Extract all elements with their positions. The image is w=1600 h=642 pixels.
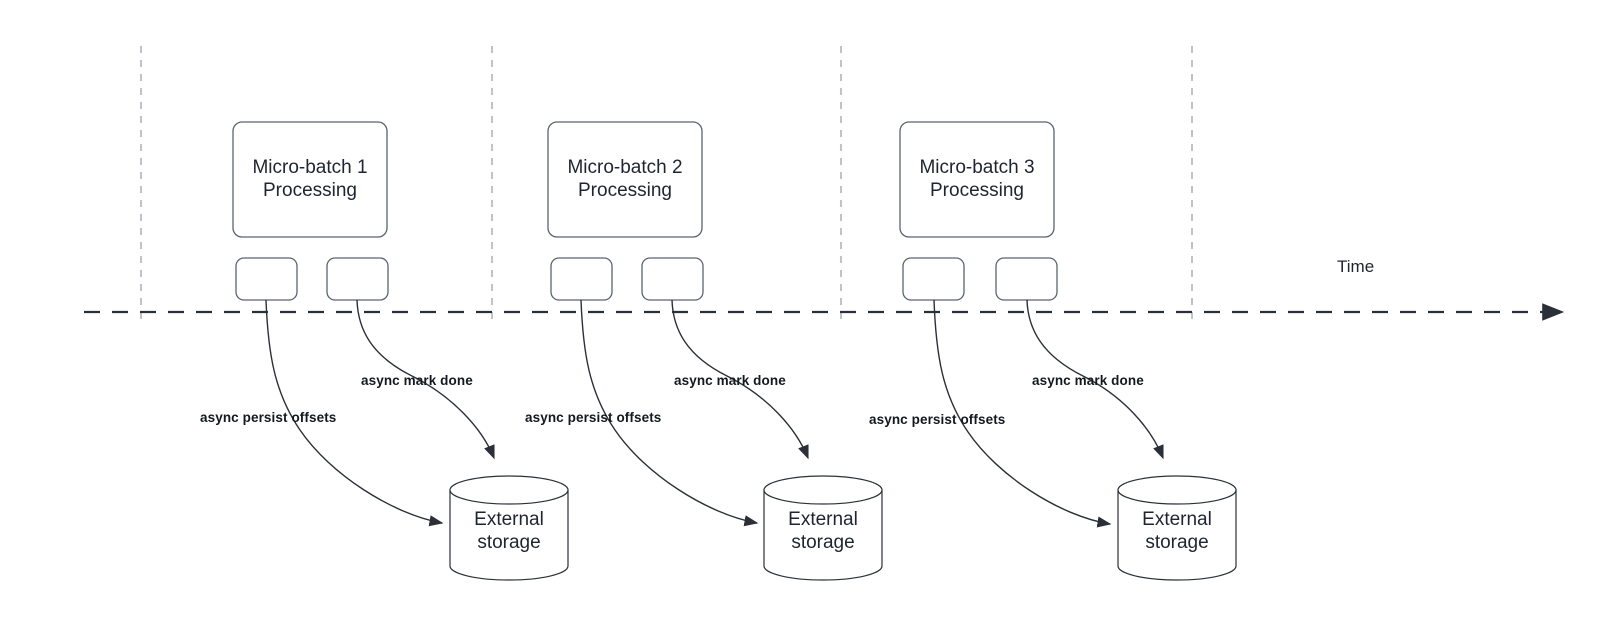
edge-async-persist-offsets-2 xyxy=(580,299,759,527)
batch-group-1 xyxy=(232,121,569,581)
edge-label-async-persist-offsets-3: async persist offsets xyxy=(869,412,1006,427)
edge-label-async-mark-done-3: async mark done xyxy=(1032,373,1144,388)
edge-async-mark-done-1 xyxy=(356,299,495,460)
task-box-1b[interactable] xyxy=(326,257,389,301)
edge-label-async-mark-done-2: async mark done xyxy=(674,373,786,388)
micro-batch-box-2[interactable] xyxy=(547,121,703,238)
task-box-3a[interactable] xyxy=(902,257,965,301)
external-storage-cylinder-3[interactable] xyxy=(1117,475,1237,581)
edge-label-async-persist-offsets-2: async persist offsets xyxy=(525,410,662,425)
edge-async-mark-done-2 xyxy=(671,299,809,460)
time-axis-label: Time xyxy=(1337,257,1375,276)
external-storage-cylinder-1[interactable] xyxy=(449,475,569,581)
micro-batch-box-1[interactable] xyxy=(232,121,388,238)
task-box-2b[interactable] xyxy=(641,257,704,301)
batch-group-3 xyxy=(899,121,1237,581)
micro-batch-box-3[interactable] xyxy=(899,121,1055,238)
edge-label-async-mark-done-1: async mark done xyxy=(361,373,473,388)
edge-async-persist-offsets-3 xyxy=(933,299,1112,528)
task-box-1a[interactable] xyxy=(235,257,298,301)
timeline-dividers xyxy=(140,46,1193,322)
batch-group-2 xyxy=(547,121,883,581)
edge-async-persist-offsets-1 xyxy=(265,299,444,527)
edge-async-mark-done-3 xyxy=(1026,299,1164,460)
external-storage-cylinder-2[interactable] xyxy=(763,475,883,581)
edge-label-async-persist-offsets-1: async persist offsets xyxy=(200,410,337,425)
task-box-3b[interactable] xyxy=(995,257,1058,301)
task-box-2a[interactable] xyxy=(550,257,613,301)
